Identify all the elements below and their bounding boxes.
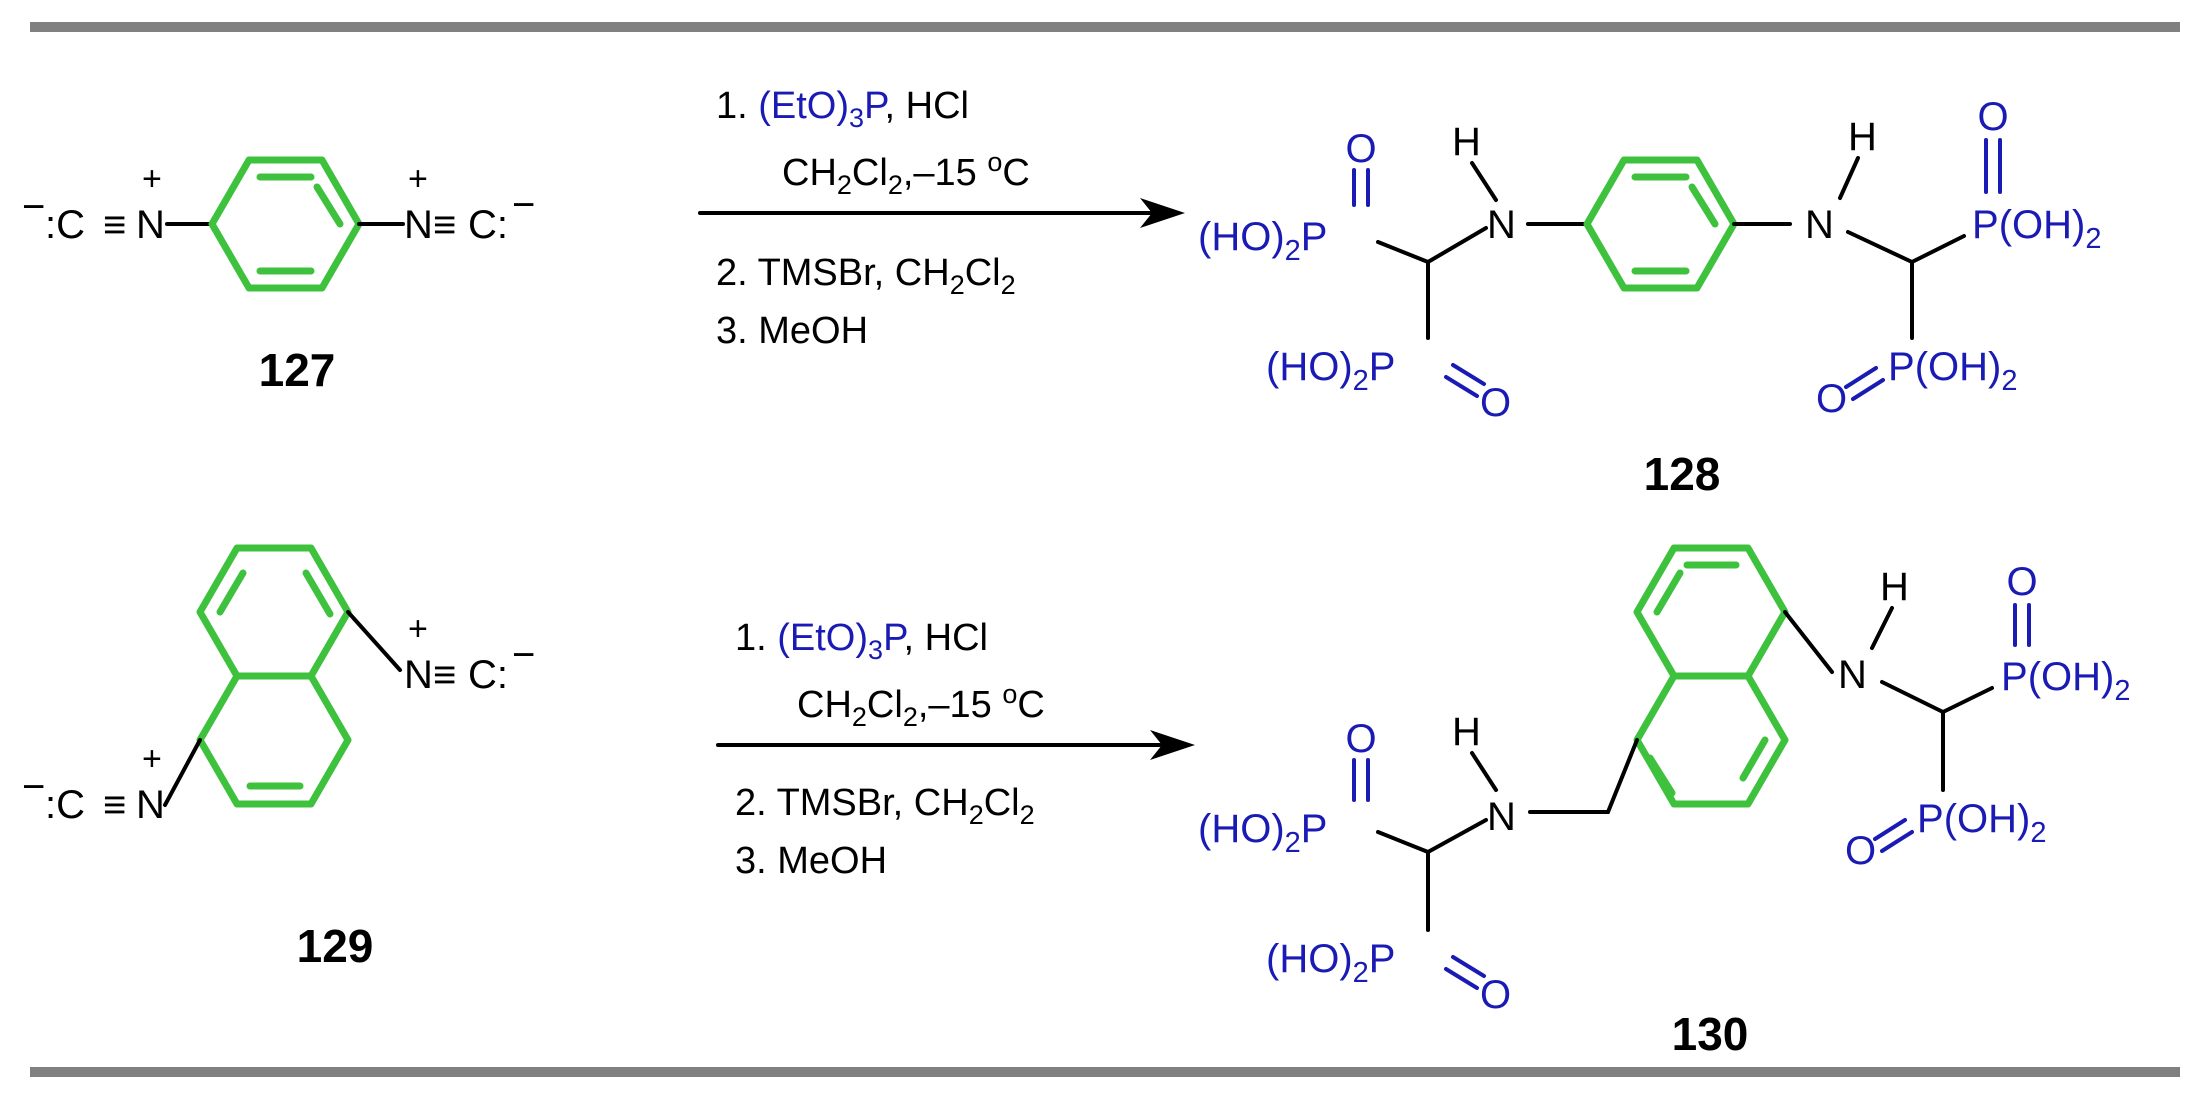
isocyanide-carbon: :C: [45, 203, 85, 247]
amine-hydrogen: H: [1880, 565, 1909, 609]
isocyanide-charge: −: [22, 765, 45, 809]
triple-bond: ≡: [433, 203, 456, 247]
amine-hydrogen: H: [1452, 710, 1481, 754]
isocyanide-nitrogen: N: [136, 783, 165, 827]
compound-130: O (HO)2P H N (HO)2P O H N O P(OH)2: [1198, 544, 2130, 1017]
phosphonic-acid-label: (HO)2P: [1198, 215, 1327, 267]
isocyanide-nitrogen: N: [404, 653, 433, 697]
compound-label-127: 127: [259, 344, 336, 396]
triple-bond: ≡: [103, 203, 126, 247]
phosphoryl-oxygen: O: [1480, 973, 1511, 1017]
compound-label-129: 129: [297, 920, 374, 972]
nitrogen-charge: +: [408, 610, 428, 648]
isocyanide-nitrogen: N: [404, 203, 433, 247]
isocyanide-charge: −: [512, 633, 535, 677]
phosphoryl-oxygen: O: [1480, 381, 1511, 425]
phosphonic-acid-label: P(OH)2: [1917, 797, 2046, 849]
isocyanide-charge: −: [22, 185, 45, 229]
amine-hydrogen: H: [1848, 115, 1877, 159]
reaction-arrow-1: [698, 198, 1185, 228]
amine-nitrogen: N: [1838, 653, 1867, 697]
reagent-step-3: 3. MeOH: [735, 840, 887, 882]
phosphonic-acid-label: P(OH)2: [1888, 345, 2017, 397]
reaction-conditions: CH2Cl2,–15 oC: [797, 679, 1045, 732]
isocyanide-carbon: C:: [468, 653, 508, 697]
reaction-conditions: CH2Cl2,–15 oC: [782, 147, 1030, 200]
compound-129: N + ≡ C: − − :C ≡ N +: [22, 544, 535, 827]
reagent-step-1: 1. (EtO)3P, HCl: [716, 85, 969, 133]
isocyanide-carbon: C:: [468, 203, 508, 247]
triple-bond: ≡: [433, 653, 456, 697]
phosphoryl-oxygen: O: [1977, 95, 2008, 139]
phosphonic-acid-label: P(OH)2: [2001, 655, 2130, 707]
reagent-step-2: 2. TMSBr, CH2Cl2: [716, 252, 1016, 300]
compound-128: O (HO)2P H N (HO)2P O H N O P(OH)2 O: [1198, 95, 2101, 425]
phosphonic-acid-label: (HO)2P: [1198, 807, 1327, 859]
reagent-step-1: 1. (EtO)3P, HCl: [735, 617, 988, 665]
triple-bond: ≡: [103, 783, 126, 827]
amine-nitrogen: N: [1487, 203, 1516, 247]
nitrogen-charge: +: [142, 160, 162, 198]
phosphonic-acid-label: (HO)2P: [1266, 937, 1395, 989]
compound-label-128: 128: [1644, 448, 1721, 500]
amine-nitrogen: N: [1805, 203, 1834, 247]
nitrogen-charge: +: [142, 740, 162, 778]
top-rule: [30, 22, 2180, 32]
phosphoryl-oxygen: O: [1345, 127, 1376, 171]
nitrogen-charge: +: [408, 160, 428, 198]
phosphoryl-oxygen: O: [2006, 560, 2037, 604]
isocyanide-charge: −: [512, 183, 535, 227]
phosphonic-acid-label: P(OH)2: [1972, 203, 2101, 255]
isocyanide-nitrogen: N: [136, 203, 165, 247]
phosphonic-acid-label: (HO)2P: [1266, 345, 1395, 397]
bottom-rule: [30, 1067, 2180, 1077]
phosphoryl-oxygen: O: [1816, 377, 1847, 421]
compound-127: − :C ≡ N + N + ≡ C: −: [22, 156, 535, 292]
reagent-step-3: 3. MeOH: [716, 310, 868, 352]
phosphoryl-oxygen: O: [1345, 717, 1376, 761]
reaction-arrow-2: [716, 730, 1195, 760]
compound-label-130: 130: [1672, 1008, 1749, 1060]
reagent-step-2: 2. TMSBr, CH2Cl2: [735, 782, 1035, 830]
isocyanide-carbon: :C: [45, 783, 85, 827]
phosphoryl-oxygen: O: [1845, 829, 1876, 873]
amine-hydrogen: H: [1452, 120, 1481, 164]
amine-nitrogen: N: [1487, 795, 1516, 839]
